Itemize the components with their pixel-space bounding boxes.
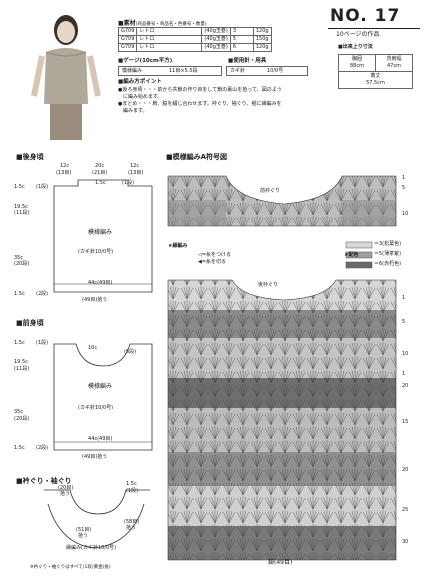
chart-bottom-label: 鎖(49目) (268, 559, 293, 566)
model-photo (22, 4, 108, 144)
front-schematic (53, 343, 153, 451)
back-title: ■後身頃 (16, 153, 44, 161)
legend-item: ＝6(赤朽色) (374, 261, 402, 267)
back-schematic (53, 179, 153, 293)
tool-box: カギ針 10/0号 (226, 66, 308, 76)
points-title: ■編み方ポイント (118, 79, 162, 85)
point-line: に編み始めます。 (118, 94, 163, 100)
back-center-label: 模様編み (88, 229, 113, 236)
materials-title: ■素材(商品番号・商品名・色番号・数量) (118, 20, 207, 27)
front-neck-label: 前衿ぐり (260, 188, 281, 194)
symbol-attach: ◁=糸をつける (198, 252, 232, 258)
front-title: ■前身頃 (16, 319, 44, 327)
symbol-cut: ◀=糸を切る (198, 259, 227, 265)
gauge-title: ■ゲージ(10cm平方) (118, 58, 173, 64)
legend-item: ＝3(松葉色) (374, 241, 402, 247)
front-center-label: 模様編み (88, 383, 113, 390)
tool-title: ■使用針・用具 (228, 58, 267, 64)
legend-title: ★配色 (344, 252, 359, 258)
crochet-chart (167, 175, 397, 561)
neck-arm-schematic (44, 489, 150, 549)
pattern-number: NO. 17 (330, 6, 401, 26)
legend-item: ＝5(薄茶紫) (374, 251, 402, 257)
neck-arm-title: ■衿ぐり・袖ぐり (16, 477, 72, 485)
edge-label: ★縁編み (168, 243, 188, 249)
page-ref: 10ページの作品 (336, 31, 380, 38)
point-line: ●後ろ身頃・・・前から共鎖の作り目をして鎖の裏山を拾って、図のよう (118, 87, 282, 93)
back-neck-label: 後衿ぐり (258, 282, 279, 288)
point-line: 編みます。 (118, 108, 148, 114)
chart-title: ■模様編みA符号図 (166, 153, 228, 161)
header-rule (328, 28, 420, 29)
point-line: ●まとめ・・・肩、脇を綴じ合わせます。衿ぐり、袖ぐり、裾に縁編みを (118, 101, 282, 107)
gauge-box: 模様編み 11目×5.5段 (118, 66, 222, 76)
size-label: ■出来上り寸法 (338, 44, 373, 50)
